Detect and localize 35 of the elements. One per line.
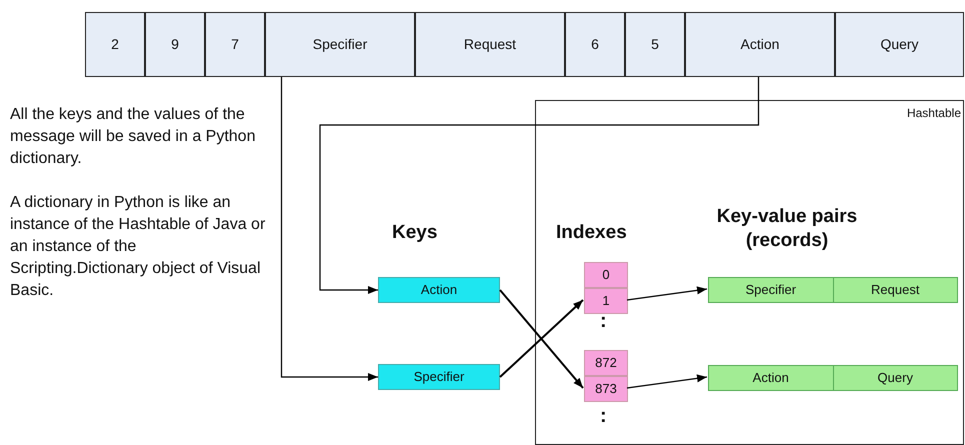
ellipsis-mark: : xyxy=(600,405,607,427)
arrow xyxy=(626,374,708,389)
column-heading: Keys xyxy=(392,222,438,244)
message-field-cell: Query xyxy=(835,12,964,77)
record-row xyxy=(708,277,958,303)
index-slot: 873 xyxy=(584,376,628,402)
record-row xyxy=(708,365,958,391)
message-field-cell: 6 xyxy=(565,12,625,77)
message-field-cell: 5 xyxy=(625,12,685,77)
record-text: Action xyxy=(752,369,790,388)
index-slot: 1 xyxy=(584,288,628,314)
message-field-cell: 2 xyxy=(85,12,145,77)
index-slot: 872 xyxy=(584,350,628,376)
message-field-cell: Request xyxy=(415,12,565,77)
column-heading: Indexes xyxy=(556,222,627,244)
description-text: A dictionary in Python is like an instance of the Hashtable of Java or an instance of the Scripting.Dictionary object of Visual Basic. xyxy=(10,193,266,301)
record-text: Query xyxy=(832,366,957,390)
arrow xyxy=(280,77,378,381)
record-text: Specifier xyxy=(744,281,798,300)
column-heading: Key-value pairs (records) xyxy=(716,205,858,252)
arrow xyxy=(626,286,708,301)
key-box: Specifier xyxy=(378,364,500,390)
message-field-cell: Specifier xyxy=(265,12,415,77)
hashtable-panel xyxy=(535,100,964,445)
arrow xyxy=(499,289,584,389)
arrow xyxy=(499,299,584,378)
description-text: All the keys and the values of the message will be saved in a Python dictionary. xyxy=(10,105,256,169)
message-field-cell: 9 xyxy=(145,12,205,77)
key-box: Action xyxy=(378,277,500,303)
message-field-cell: Action xyxy=(685,12,835,77)
arrow xyxy=(319,77,760,294)
record-text: Request xyxy=(832,278,957,302)
index-slot: 0 xyxy=(584,262,628,288)
message-field-cell: 7 xyxy=(205,12,265,77)
panel-title: Hashtable xyxy=(906,105,961,122)
